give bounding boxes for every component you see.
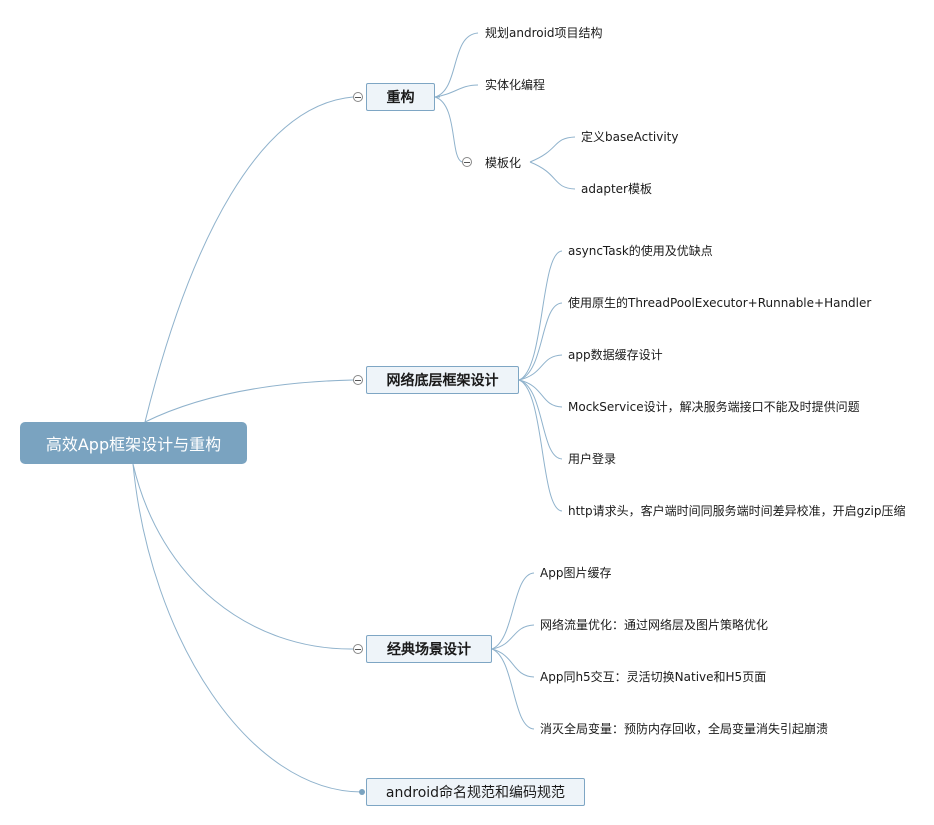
leaf-instance[interactable]: 实体化编程: [485, 78, 546, 92]
edge-refactor-template: [434, 96, 463, 163]
edge-network-2: [518, 302, 563, 381]
leaf-adapter[interactable]: adapter模板: [581, 182, 652, 196]
leaf-cache[interactable]: app数据缓存设计: [568, 348, 663, 362]
leaf-template[interactable]: 模板化: [485, 156, 522, 170]
root-topic[interactable]: 高效App框架设计与重构: [20, 422, 247, 464]
leaf-http[interactable]: http请求头，客户端时间同服务端时间差异校准，开启gzip压缩: [568, 504, 906, 518]
leaf-login[interactable]: 用户登录: [568, 452, 617, 466]
branch-network[interactable]: 网络底层框架设计: [366, 366, 519, 394]
edge-template-base: [529, 136, 576, 163]
edge-refactor-structure: [434, 32, 479, 98]
edge-scenario-2: [491, 624, 535, 650]
edge-root-naming: [132, 463, 363, 793]
edge-network-3: [518, 354, 563, 381]
leaf-threadpool[interactable]: 使用原生的ThreadPoolExecutor+Runnable+Handler: [568, 296, 872, 310]
collapse-icon[interactable]: [353, 375, 363, 385]
edge-scenario-1: [491, 572, 535, 650]
collapse-icon[interactable]: [462, 157, 472, 167]
leaf-base-activity[interactable]: 定义baseActivity: [581, 130, 679, 144]
edge-scenario-3: [491, 648, 535, 678]
edge-template-adapter: [529, 161, 576, 190]
leaf-traffic[interactable]: 网络流量优化：通过网络层及图片策略优化: [540, 618, 769, 632]
branch-scenario[interactable]: 经典场景设计: [366, 635, 492, 663]
connector-dot: [359, 789, 365, 795]
leaf-structure[interactable]: 规划android项目结构: [485, 26, 603, 40]
edge-scenario-4: [491, 648, 535, 730]
edge-network-1: [518, 250, 563, 381]
branch-refactor[interactable]: 重构: [366, 83, 435, 111]
collapse-icon[interactable]: [353, 644, 363, 654]
edge-root-scenario: [132, 463, 354, 650]
edge-network-5: [518, 379, 563, 460]
edge-root-refactor: [144, 96, 354, 423]
edge-network-6: [518, 379, 563, 512]
leaf-mock[interactable]: MockService设计，解决服务端接口不能及时提供问题: [568, 400, 860, 414]
branch-naming[interactable]: android命名规范和编码规范: [366, 778, 585, 806]
collapse-icon[interactable]: [353, 92, 363, 102]
leaf-image-cache[interactable]: App图片缓存: [540, 566, 612, 580]
leaf-h5[interactable]: App同h5交互：灵活切换Native和H5页面: [540, 670, 767, 684]
leaf-global[interactable]: 消灭全局变量：预防内存回收，全局变量消失引起崩溃: [540, 722, 829, 736]
edge-refactor-instance: [434, 84, 479, 98]
leaf-asynctask[interactable]: asyncTask的使用及优缺点: [568, 244, 713, 258]
edge-network-4: [518, 379, 563, 408]
edge-root-network: [144, 379, 354, 423]
